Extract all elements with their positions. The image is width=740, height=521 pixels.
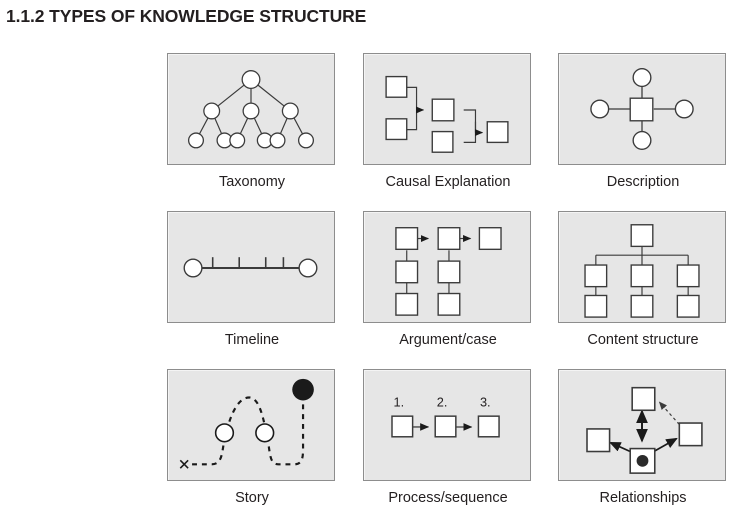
diagram-cell-timeline: Timeline	[167, 211, 337, 348]
diagram-panel-taxonomy	[167, 53, 335, 165]
process-sequence-illustration: 1. 2. 3.	[391, 394, 500, 438]
timeline-illustration	[183, 257, 318, 278]
diagram-cell-relationships: Relationships	[558, 369, 728, 506]
diagram-label-description: Description	[606, 174, 680, 190]
process-step-label-2: 2.	[437, 394, 448, 409]
diagram-cell-process-sequence: 1. 2. 3. Process/sequence	[363, 369, 533, 506]
relationships-illustration	[586, 386, 703, 474]
diagram-cell-content-structure: Content structure	[558, 211, 728, 348]
diagram-label-story: Story	[235, 490, 269, 506]
argument-case-illustration	[395, 227, 502, 316]
diagram-panel-description	[558, 53, 726, 165]
diagram-cell-causal-explanation: Causal Explanation	[363, 53, 533, 190]
relationships-center-dot	[636, 454, 649, 467]
diagram-label-content-structure: Content structure	[587, 332, 699, 348]
diagram-label-timeline: Timeline	[224, 332, 280, 348]
taxonomy-illustration	[187, 70, 315, 149]
diagram-cell-story: Story	[167, 369, 337, 506]
diagram-cell-taxonomy: Taxonomy	[167, 53, 337, 190]
story-illustration	[179, 378, 314, 469]
causal-explanation-illustration	[385, 75, 509, 153]
diagram-panel-content-structure	[558, 211, 726, 323]
diagram-cell-argument-case: Argument/case	[363, 211, 533, 348]
diagram-panel-argument-case	[363, 211, 531, 323]
process-step-label-3: 3.	[480, 394, 491, 409]
diagram-panel-causal-explanation	[363, 53, 531, 165]
diagram-cell-description: Description	[558, 53, 728, 190]
diagram-panel-process-sequence: 1. 2. 3.	[363, 369, 531, 481]
diagram-panel-story	[167, 369, 335, 481]
diagram-label-relationships: Relationships	[599, 490, 687, 506]
diagram-label-taxonomy: Taxonomy	[218, 174, 286, 190]
process-step-label-1: 1.	[394, 394, 405, 409]
story-end-marker	[292, 378, 314, 401]
diagram-panel-relationships	[558, 369, 726, 481]
diagram-label-process-sequence: Process/sequence	[388, 490, 508, 506]
page-title: 1.1.2 TYPES OF KNOWLEDGE STRUCTURE	[6, 6, 367, 26]
diagram-label-argument-case: Argument/case	[399, 332, 497, 348]
diagram-panel-timeline	[167, 211, 335, 323]
description-illustration	[590, 68, 694, 150]
diagram-label-causal-explanation: Causal Explanation	[385, 174, 511, 190]
content-structure-illustration	[584, 224, 700, 318]
diagram-grid: Taxonomy	[167, 53, 726, 508]
